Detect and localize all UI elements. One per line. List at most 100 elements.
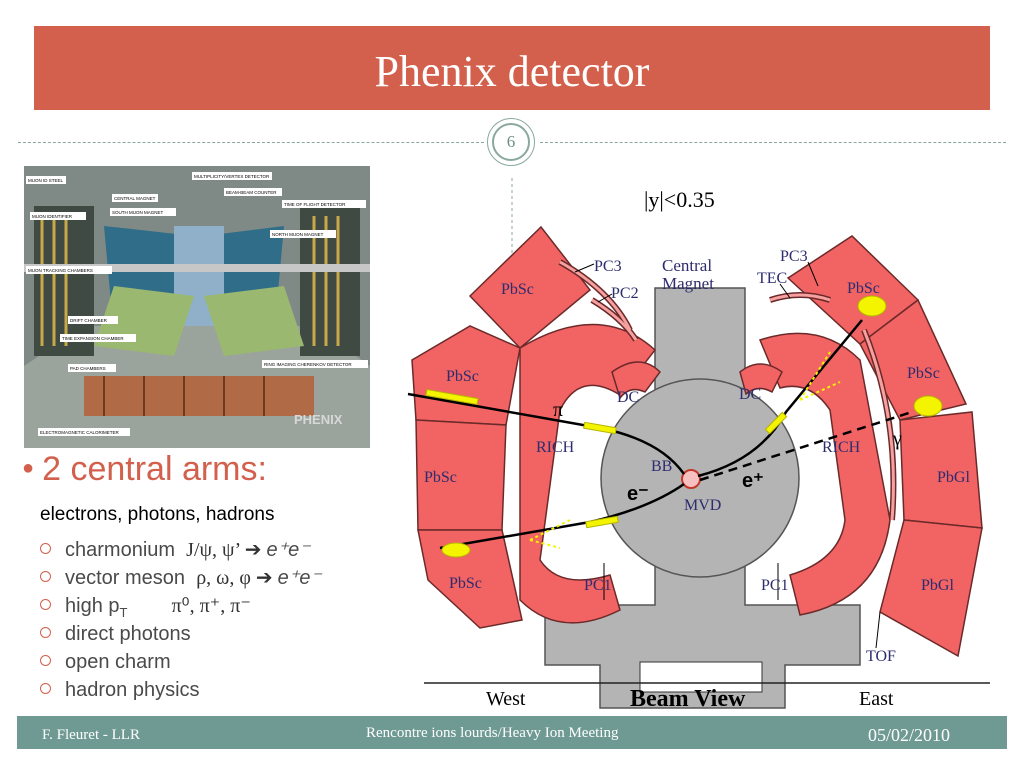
pbsc-east-1-label: PbSc — [847, 280, 880, 297]
pbsc-west-3-label: PbSc — [424, 469, 457, 486]
divider-left — [18, 142, 484, 143]
pbsc-west-4-block — [417, 529, 523, 629]
photon-track — [699, 410, 913, 482]
item-label: open charm — [65, 651, 171, 673]
physics-list: charmonium J/ψ, ψ’ ➔ e⁺e⁻ vector meson ρ… — [40, 536, 321, 704]
central-magnet-label-2: Magnet — [662, 274, 714, 293]
pc2-west-label: PC2 — [611, 285, 639, 302]
tof-leader — [875, 611, 881, 649]
pc3-east-leader — [807, 261, 819, 287]
tec-label: TEC — [757, 270, 787, 287]
pbsc-west-2-label: PbSc — [446, 368, 479, 385]
mvd-label: MVD — [684, 497, 721, 514]
slide-title: Phenix detector — [374, 47, 650, 96]
e-minus-label: e⁻ — [627, 483, 649, 505]
list-item: open charm — [40, 648, 321, 676]
hit-rich-west — [583, 421, 617, 435]
ring-west-1 — [529, 519, 571, 541]
ring-east-2 — [799, 381, 841, 401]
hit-pbsc-west — [425, 388, 479, 406]
label-tof: TIME OF FLIGHT DETECTOR — [284, 202, 346, 207]
beam-pipe — [24, 264, 370, 272]
dc-east-block — [739, 363, 783, 396]
beam-view-diagram: |y|<0.35 — [407, 178, 990, 712]
main-bullet: ●2 central arms: — [22, 452, 267, 486]
bullet-ring-icon — [40, 627, 51, 638]
ring-west-2 — [529, 539, 561, 549]
dc-west-block — [611, 361, 661, 400]
rich-west-block — [519, 323, 657, 624]
label-south-muon: SOUTH MUON MAGNET — [112, 210, 164, 215]
item-decay: e⁺e⁻ — [277, 567, 321, 589]
east-label: East — [859, 688, 894, 710]
hit-dc-east — [764, 411, 788, 435]
rich-east-shape — [204, 286, 304, 356]
pbgl-east-1-label: PbGl — [937, 469, 970, 486]
rich-west-label: RICH — [536, 439, 575, 456]
magnet-base-slot — [639, 661, 763, 693]
emcal-support — [84, 376, 314, 416]
list-item: vector meson ρ, ω, φ ➔ e⁺e⁻ — [40, 564, 321, 592]
pc2-west-leader — [597, 293, 613, 303]
item-decay: e⁺e⁻ — [266, 539, 310, 561]
rich-east-block — [758, 332, 891, 616]
bb-label: BB — [651, 458, 672, 475]
item-equation: J/ψ, ψ’ ➔ — [186, 539, 267, 561]
bullet-ring-icon — [40, 599, 51, 610]
pion-label: π — [553, 399, 563, 421]
pbgl-east-2-block — [879, 519, 983, 658]
e-plus-label: e⁺ — [742, 470, 764, 492]
pbsc-west-1-label: PbSc — [501, 281, 534, 298]
label-bbc: BEAM-BEAM COUNTER — [226, 190, 277, 195]
footer-author: F. Fleuret - LLR — [42, 727, 140, 743]
sub-bullet: electrons, photons, hadrons — [40, 504, 275, 525]
west-label: West — [486, 688, 526, 710]
item-equation: π⁰, π⁺, π⁻ — [171, 595, 251, 617]
divider-right — [540, 142, 1006, 143]
footer-date: 05/02/2010 — [868, 725, 951, 745]
gamma-label: γ — [892, 428, 902, 450]
tof-label: TOF — [866, 648, 896, 665]
dc-west-label: DC — [617, 389, 639, 406]
pc3-west-label: PC3 — [594, 258, 622, 275]
bullet-ring-icon — [40, 655, 51, 666]
rapidity-label: |y|<0.35 — [644, 187, 715, 212]
support-grid — [103, 376, 265, 416]
label-muon-id-steel: MUON ID STEEL — [28, 178, 64, 183]
label-muon-tracking: MUON TRACKING CHAMBERS — [28, 268, 93, 273]
pbgl-east-2-label: PbGl — [921, 577, 954, 594]
muon-steel-left — [34, 206, 94, 356]
bullet-ring-icon — [40, 683, 51, 694]
item-label: hadron physics — [65, 679, 200, 701]
pbsc-west-4-label: PbSc — [449, 575, 482, 592]
detector-cutaway-photo: MUON ID STEEL CENTRAL MAGNET MULTIPLICIT… — [24, 166, 370, 448]
item-subscript: T — [119, 605, 128, 620]
pc1-west-label: PC1 — [584, 577, 612, 594]
bullet-ring-icon — [40, 543, 51, 554]
pbsc-west-1-block — [468, 225, 592, 350]
pc1-east-label: PC1 — [761, 577, 789, 594]
hit-rich-west-2 — [585, 515, 619, 529]
list-item: direct photons — [40, 620, 321, 648]
bullet-dot: ● — [22, 457, 35, 479]
pc3-west-arc-fill — [559, 260, 632, 331]
item-label: direct photons — [65, 623, 191, 645]
item-label: vector meson — [65, 567, 186, 589]
muon-steel-right — [300, 206, 360, 356]
label-tec: TIME EXPANSION CHAMBER — [62, 336, 124, 341]
pbsc-east-2-label: PbSc — [907, 365, 940, 382]
page-number-badge: 6 — [487, 118, 535, 166]
footer-meeting: Rencontre ions lourds/Heavy Ion Meeting — [366, 725, 619, 741]
bullet-ring-icon — [40, 571, 51, 582]
hit-pbsc-east-1 — [857, 295, 887, 317]
label-multiplicity: MULTIPLICITY/VERTEX DETECTOR — [194, 174, 270, 179]
pc3-east-label: PC3 — [780, 248, 808, 265]
label-drift: DRIFT CHAMBER — [70, 318, 108, 323]
item-label: charmonium — [65, 539, 176, 561]
label-muon-identifier: MUON IDENTIFIER — [32, 214, 73, 219]
tec-arc-fill — [769, 293, 831, 302]
vertex-marker — [681, 469, 701, 489]
label-pad: PAD CHAMBERS — [70, 366, 106, 371]
pc2-west-arc-fill — [591, 298, 638, 341]
